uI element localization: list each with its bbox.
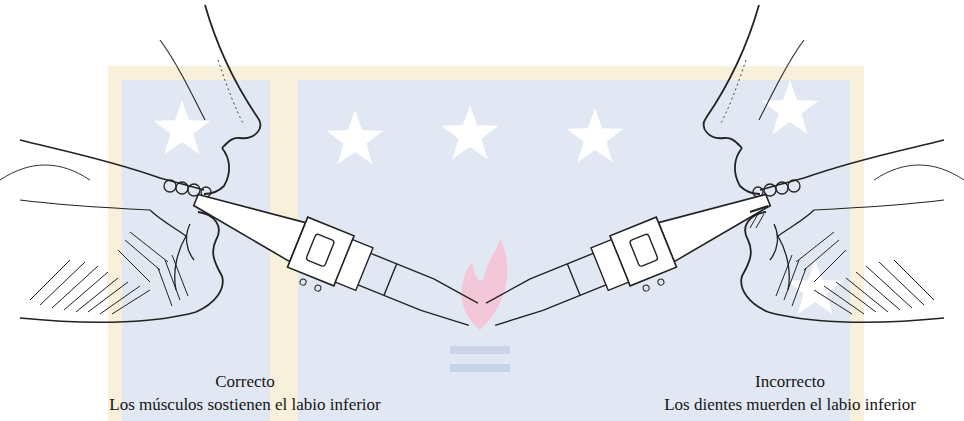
correct-embouchure	[0, 5, 484, 349]
incorrect-embouchure	[480, 5, 964, 349]
caption-heading: Incorrecto	[755, 372, 825, 392]
caption-heading: Correcto	[215, 372, 274, 392]
caption-text: Los dientes muerden el labio inferior	[664, 395, 916, 415]
watermark-logo	[108, 66, 864, 421]
caption-text: Los músculos sostienen el labio inferior	[109, 395, 380, 415]
